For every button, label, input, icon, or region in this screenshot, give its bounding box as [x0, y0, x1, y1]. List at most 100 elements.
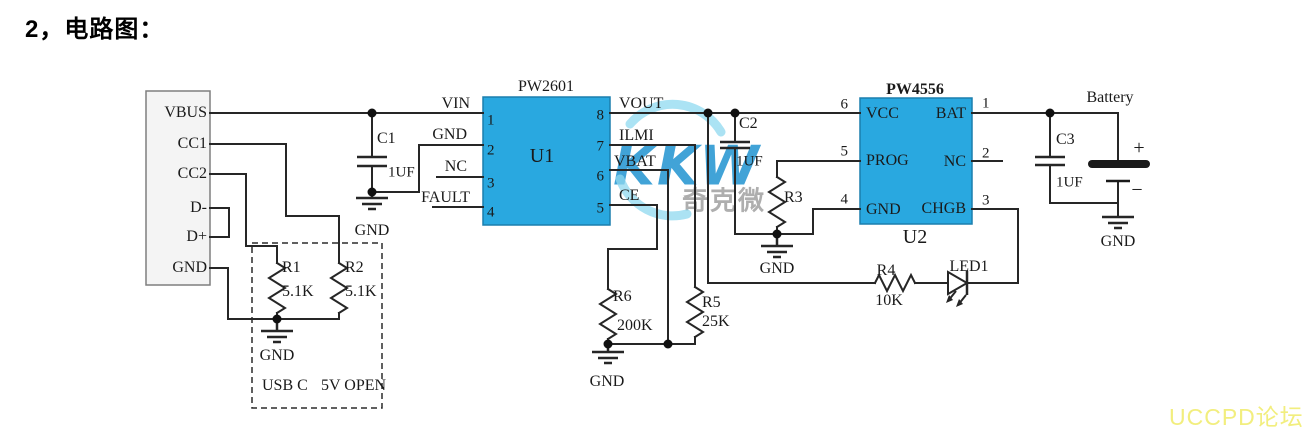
wire-c3 — [1049, 112, 1119, 204]
watermark-arc — [615, 99, 726, 221]
resistor-r4-symbol — [873, 272, 949, 294]
usb-note-left-label: USB C — [262, 377, 308, 394]
ground-symbols — [261, 192, 1134, 365]
resistor-r2-symbol — [329, 261, 349, 315]
c3-plates — [1035, 155, 1065, 167]
wire-vout-to-r4 — [707, 112, 876, 284]
wire-dminus-dplus — [209, 207, 230, 238]
u1-pin5-number: 5 — [596, 200, 605, 217]
u1-pin1-number: 1 — [487, 112, 495, 129]
usb-note-right-label: 5V OPEN — [321, 377, 387, 394]
u1-pin8-number: 8 — [596, 107, 605, 124]
usb-pin-dplus-label: D+ — [186, 228, 207, 245]
wire-c1-to-u1-gnd — [371, 144, 484, 193]
battery-symbol — [1088, 160, 1150, 183]
c2-ref-label: C2 — [739, 115, 758, 132]
u2-pin-chgb-label: CHGB — [921, 200, 966, 217]
u2-pin-nc-label: NC — [943, 153, 966, 170]
gnd-label-r3: GND — [759, 260, 795, 277]
usb-option-dashed-box — [251, 242, 383, 409]
c2-plates — [720, 140, 750, 150]
r1-value-label: 5.1K — [282, 283, 314, 300]
u1-pin-nc-label: NC — [444, 158, 467, 175]
r4-value-label: 10K — [875, 292, 903, 309]
c3-value-label: 1UF — [1056, 174, 1083, 191]
u2-pin-prog-label: PROG — [866, 152, 909, 169]
gnd-label-r6: GND — [589, 373, 625, 390]
u1-pin6-number: 6 — [596, 168, 605, 185]
u1-pin3-number: 3 — [487, 175, 495, 192]
gnd-symbol-r3 — [761, 234, 793, 259]
forum-watermark: UCCPD论坛 — [1169, 404, 1304, 427]
gnd-label-usb: GND — [259, 347, 295, 364]
led1-ref-label: LED1 — [949, 258, 989, 275]
u2-pin5-number: 5 — [840, 143, 849, 160]
u2-pin-gnd-label: GND — [866, 201, 901, 218]
wire-led-to-chgb — [968, 208, 1019, 284]
u2-pin4-number: 4 — [840, 191, 849, 208]
r2-ref-label: R2 — [345, 259, 364, 276]
usb-pin-cc1-label: CC1 — [177, 135, 207, 152]
u2-chip-body — [859, 97, 973, 225]
r6-ref-label: R6 — [613, 288, 632, 305]
u1-part-label: PW2601 — [518, 78, 574, 95]
u1-pin-ilmi-label: ILMI — [619, 127, 654, 144]
u1-pin7-number: 7 — [596, 138, 605, 155]
wire-bat-battery — [971, 112, 1119, 161]
usb-connector-body — [145, 90, 211, 286]
gnd-label-c1: GND — [354, 222, 390, 239]
u1-pin-vbat-label: VBAT — [614, 153, 656, 170]
gnd-symbol-usb — [261, 319, 293, 344]
usb-pin-cc2-label: CC2 — [177, 165, 207, 182]
wire-cc2-r1 — [209, 173, 278, 264]
junction-dots — [272, 108, 1055, 349]
battery-minus-sign: − — [1131, 179, 1143, 201]
wire-prog-r3 — [776, 160, 861, 178]
battery-label: Battery — [1086, 89, 1134, 106]
gnd-symbol-battery — [1102, 215, 1134, 230]
resistor-r5-symbol — [685, 285, 705, 345]
battery-plus-sign: + — [1133, 137, 1145, 159]
c3-ref-label: C3 — [1056, 131, 1075, 148]
u2-pin2-number: 2 — [982, 145, 990, 162]
u1-pin2-number: 2 — [487, 142, 495, 159]
u1-chip-body — [482, 96, 611, 226]
r1-ref-label: R1 — [282, 259, 301, 276]
led1-symbol — [946, 270, 969, 307]
u2-pin-vcc-label: VCC — [866, 105, 899, 122]
wire-vbat-down — [609, 169, 669, 345]
c2-value-label: 1UF — [736, 153, 763, 170]
usb-pin-vbus-label: VBUS — [164, 104, 207, 121]
wire-ce-r6 — [607, 204, 658, 290]
wire-ilmi-r5 — [609, 144, 696, 288]
r3-ref-label: R3 — [784, 189, 803, 206]
u1-pin4-number: 4 — [487, 204, 495, 221]
r6-value-label: 200K — [617, 317, 653, 334]
c1-ref-label: C1 — [377, 130, 396, 147]
usb-pin-dminus-label: D- — [190, 199, 207, 216]
r5-value-label: 25K — [702, 313, 730, 330]
u1-pin-ce-label: CE — [619, 187, 640, 204]
u1-pin-gnd-label: GND — [432, 126, 467, 143]
u1-pin-fault-label: FAULT — [421, 189, 470, 206]
u2-pin3-number: 3 — [982, 192, 990, 209]
page-title: 2，电路图： — [25, 16, 165, 43]
r4-ref-label: R4 — [876, 262, 896, 279]
resistor-r3-symbol — [767, 175, 787, 235]
u1-ref-label: U1 — [529, 145, 555, 167]
u2-pin-bat-label: BAT — [935, 105, 966, 122]
u2-pin6-number: 6 — [840, 96, 849, 113]
u2-pin1-number: 1 — [982, 95, 990, 112]
r2-value-label: 5.1K — [345, 283, 377, 300]
c1-value-label: 1UF — [388, 164, 415, 181]
capacitor-plates — [357, 140, 1065, 168]
c1-plates — [357, 155, 387, 168]
u1-pin-vin-label: VIN — [441, 95, 470, 112]
r5-ref-label: R5 — [702, 294, 721, 311]
usb-pin-gnd-label: GND — [172, 259, 207, 276]
resistor-r1-symbol — [267, 261, 287, 315]
wire-c2-rail-u2gnd — [734, 208, 861, 235]
u1-pin-vout-label: VOUT — [619, 95, 664, 112]
